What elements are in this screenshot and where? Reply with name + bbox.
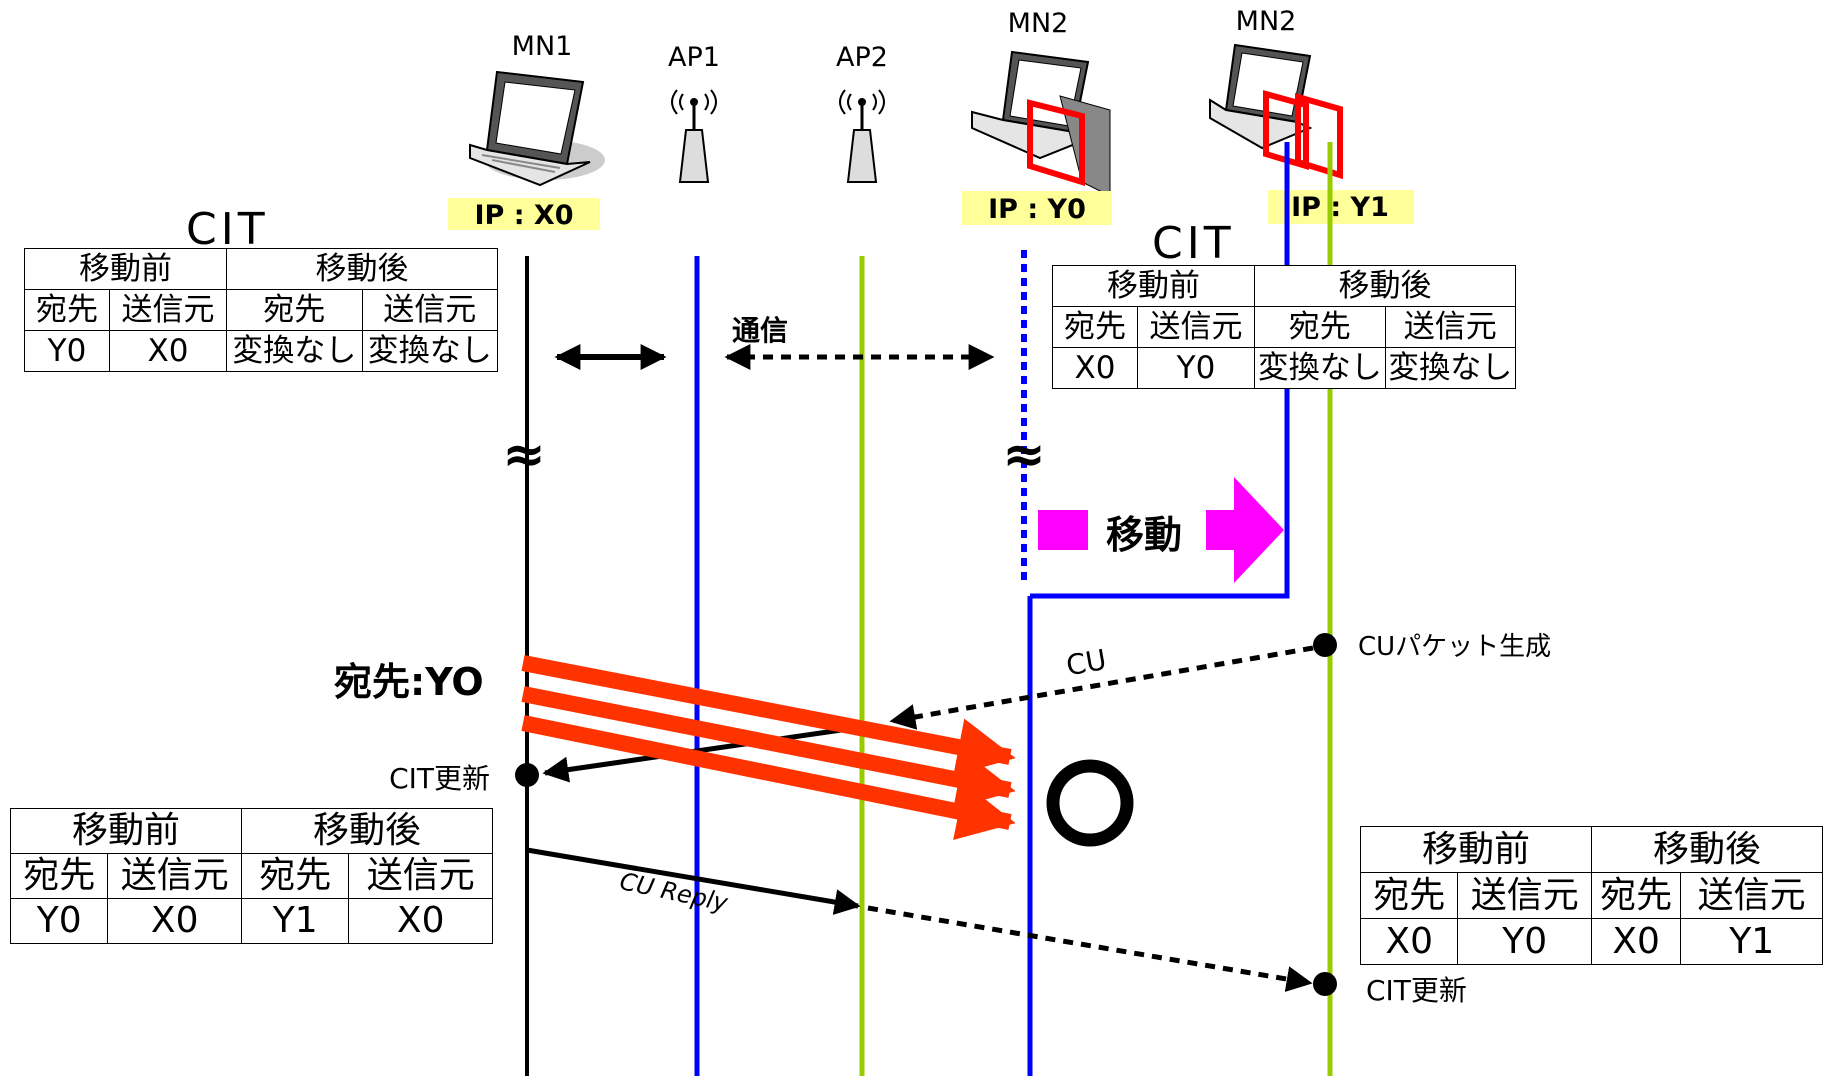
header-dest: 宛先 <box>1361 873 1458 919</box>
header-src: 送信元 <box>1138 307 1255 348</box>
cu-reply-arrow-dashed <box>868 908 1310 983</box>
header-after: 移動後 <box>1255 266 1516 307</box>
header-before: 移動前 <box>1053 266 1255 307</box>
cu-generate-label: CUパケット生成 <box>1358 632 1551 662</box>
cit-cell: X0 <box>1053 348 1138 389</box>
mn2-label-before: MN2 <box>1008 8 1069 39</box>
laptop-icon <box>1210 45 1340 175</box>
cit-cell: 変換なし <box>227 331 363 372</box>
header-dest: 宛先 <box>227 290 363 331</box>
header-src: 送信元 <box>349 854 493 899</box>
cu-generate-dot <box>1313 633 1337 657</box>
cit-table-mn1-updated: 移動前 移動後 宛先 送信元 宛先 送信元 Y0 X0 Y1 X0 <box>10 808 493 944</box>
ip-label-mn1: IP : X0 <box>474 200 573 231</box>
header-before: 移動前 <box>25 249 227 290</box>
header-dest: 宛先 <box>1592 873 1681 919</box>
header-src: 送信元 <box>1385 307 1516 348</box>
move-square <box>1038 510 1088 550</box>
cit-cell: X0 <box>349 899 493 944</box>
cit-table-mn2-updated: 移動前 移動後 宛先 送信元 宛先 送信元 X0 Y0 X0 Y1 <box>1360 826 1823 965</box>
cit-cell: X0 <box>1592 919 1681 965</box>
cit-cell: 変換なし <box>1385 348 1516 389</box>
header-after: 移動後 <box>227 249 498 290</box>
header-before: 移動前 <box>11 809 242 854</box>
header-dest: 宛先 <box>25 290 110 331</box>
ip-label-mn2-before: IP : Y0 <box>988 194 1086 225</box>
header-after: 移動後 <box>1592 827 1823 873</box>
ap1-label: AP1 <box>668 42 720 73</box>
header-dest: 宛先 <box>11 854 108 899</box>
cit-cell: X0 <box>110 331 227 372</box>
header-before: 移動前 <box>1361 827 1592 873</box>
laptop-icon <box>972 52 1110 196</box>
ip-label-mn2-after: IP : Y1 <box>1291 192 1389 223</box>
cit-title-right: CIT <box>1152 218 1235 269</box>
header-src: 送信元 <box>108 854 242 899</box>
break-mark: ≈ <box>1002 425 1046 485</box>
header-src: 送信元 <box>362 290 498 331</box>
header-after: 移動後 <box>242 809 493 854</box>
header-src: 送信元 <box>1458 873 1592 919</box>
cit-update-dot-left <box>515 763 539 787</box>
cit-cell: Y1 <box>242 899 349 944</box>
header-dest: 宛先 <box>242 854 349 899</box>
break-mark: ≈ <box>502 425 546 485</box>
cit-cell: Y0 <box>25 331 110 372</box>
ap2-label: AP2 <box>836 42 888 73</box>
cit-cell: X0 <box>108 899 242 944</box>
cit-update-label-left: CIT更新 <box>389 762 490 795</box>
move-arrow <box>1206 477 1284 583</box>
cit-cell: 変換なし <box>362 331 498 372</box>
cit-table-mn1-initial: 移動前 移動後 宛先 送信元 宛先 送信元 Y0 X0 変換なし 変換なし <box>24 248 498 372</box>
header-src: 送信元 <box>110 290 227 331</box>
header-dest: 宛先 <box>1053 307 1138 348</box>
cit-cell: Y1 <box>1681 919 1823 965</box>
cit-cell: X0 <box>1361 919 1458 965</box>
cit-cell: Y0 <box>11 899 108 944</box>
cit-update-label-right: CIT更新 <box>1366 974 1467 1007</box>
cit-update-dot-right <box>1313 972 1337 996</box>
cu-label: CU <box>1064 643 1109 682</box>
cit-cell: 変換なし <box>1255 348 1386 389</box>
cit-table-mn2-initial: 移動前 移動後 宛先 送信元 宛先 送信元 X0 Y0 変換なし 変換なし <box>1052 265 1516 389</box>
header-dest: 宛先 <box>1255 307 1386 348</box>
cit-cell: Y0 <box>1458 919 1592 965</box>
antenna-icon <box>840 90 884 182</box>
laptop-icon <box>470 72 605 185</box>
comm-label: 通信 <box>732 314 788 347</box>
success-circle-icon <box>1053 766 1127 840</box>
mn2-label-after: MN2 <box>1236 6 1297 37</box>
cit-cell: Y0 <box>1138 348 1255 389</box>
dest-y0-label: 宛先:YO <box>334 660 484 704</box>
move-label: 移動 <box>1106 513 1182 557</box>
header-src: 送信元 <box>1681 873 1823 919</box>
antenna-icon <box>672 90 716 182</box>
mn1-label: MN1 <box>512 31 573 62</box>
